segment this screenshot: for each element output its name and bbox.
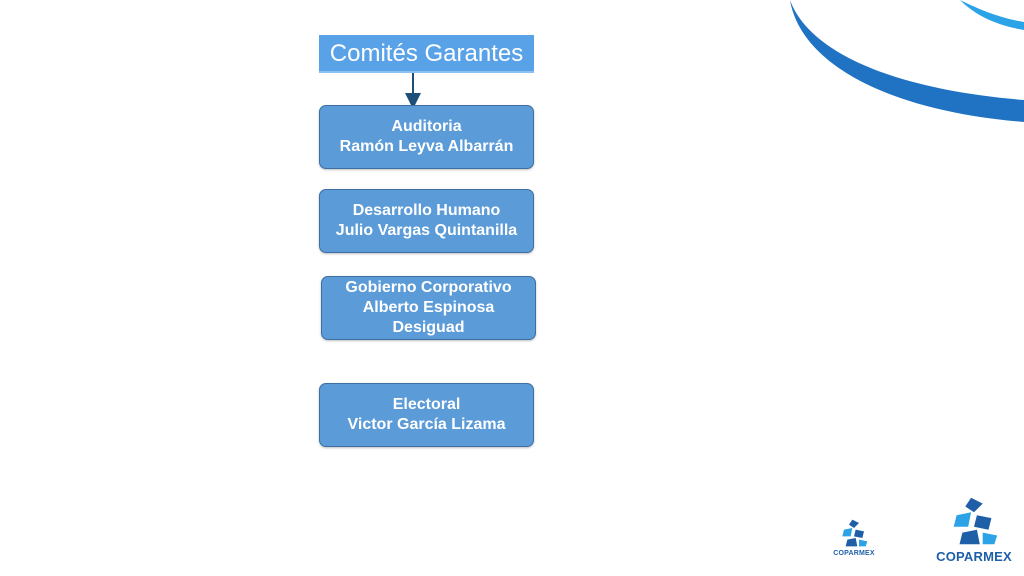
swoosh-dark-band: [790, 0, 1024, 122]
coparmex-logo-small: COPARMEX: [826, 518, 882, 557]
node-auditoria: Auditoria Ramón Leyva Albarrán: [319, 105, 534, 169]
node-person-cont: Desiguad: [392, 319, 465, 336]
node-label: Desarrollo Humano: [352, 202, 501, 219]
logo-text: COPARMEX: [833, 550, 875, 557]
node-label: Auditoria: [391, 118, 462, 135]
node-label: Gobierno Corporativo: [345, 279, 512, 296]
logo-text: COPARMEX: [936, 549, 1012, 564]
node-person: Victor García Lizama: [347, 416, 506, 433]
coparmex-emblem-icon: [953, 497, 998, 545]
node-desarrollo-humano: Desarrollo Humano Julio Vargas Quintanil…: [319, 189, 534, 253]
node-gobierno-corporativo: Gobierno Corporativo Alberto Espinosa De…: [321, 276, 536, 340]
node-person: Alberto Espinosa: [362, 299, 495, 316]
header-box: Comités Garantes: [319, 35, 534, 73]
swoosh-light-band: [960, 0, 1024, 30]
header-title: Comités Garantes: [329, 40, 524, 67]
node-label: Electoral: [392, 396, 461, 413]
node-electoral: Electoral Victor García Lizama: [319, 383, 534, 447]
coparmex-logo-large: COPARMEX: [928, 494, 1020, 564]
node-person: Julio Vargas Quintanilla: [335, 222, 518, 239]
coparmex-emblem-icon: [842, 519, 868, 547]
node-person: Ramón Leyva Albarrán: [339, 138, 514, 155]
